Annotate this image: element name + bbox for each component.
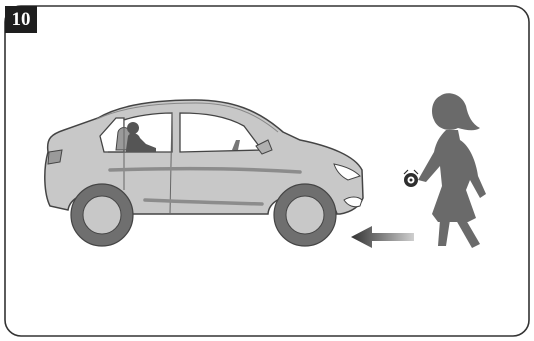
arrow-left-icon (351, 226, 414, 248)
car-icon (45, 100, 363, 246)
rear-wheel (71, 184, 133, 246)
taillight (48, 150, 62, 164)
person-icon (418, 93, 486, 248)
step-number-badge: 10 (5, 6, 37, 33)
key-fob-icon (404, 170, 418, 187)
front-wheel (274, 184, 336, 246)
